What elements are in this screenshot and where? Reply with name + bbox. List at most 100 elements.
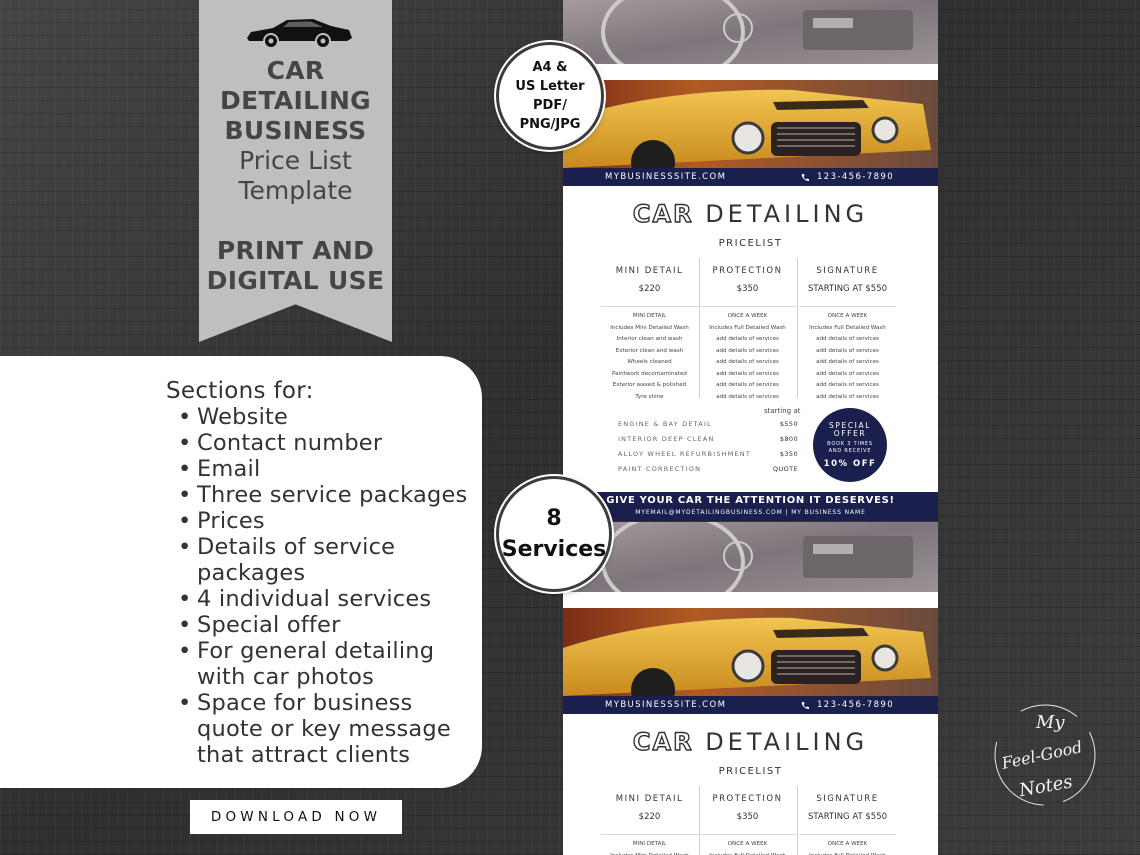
phone-icon [801, 702, 809, 709]
section-item-text: Email [197, 456, 261, 482]
package-detail-line: Wheels cleaned [627, 359, 672, 365]
section-item: Email [178, 456, 478, 482]
flyer-title-light: DETAILING [705, 200, 869, 228]
service-row: PAINT CORRECTION QUOTE [618, 465, 798, 473]
flyer-contact-bar: MYBUSINESSSITE.COM 123-456-7890 [563, 168, 938, 186]
section-item: Prices [178, 508, 478, 534]
section-item: Three service packages [178, 482, 478, 508]
package-detail-line: add details of services [716, 370, 779, 377]
ribbon-usage-line: PRINT AND [216, 236, 375, 265]
column-divider [797, 786, 798, 855]
package-price: $350 [736, 284, 759, 294]
format-badge: A4 & US Letter PDF/ PNG/JPG [496, 42, 604, 150]
package-name: SIGNATURE [816, 794, 879, 804]
section-item-text: that attract clients [197, 742, 411, 768]
flyer-subtitle: PRICELIST [718, 766, 783, 777]
signature-text: Notes [1017, 771, 1075, 801]
download-now-button[interactable]: DOWNLOAD NOW [190, 800, 402, 834]
flyer-title: CAR DETAILING [563, 199, 938, 228]
services-count-badge: 8 Services [496, 476, 612, 592]
format-badge-line: PNG/JPG [519, 117, 581, 132]
package-detail-line: add details of services [716, 336, 779, 342]
section-item: Special offer [178, 612, 478, 638]
service-name: ENGINE & BAY DETAIL [618, 420, 712, 428]
ribbon-usage-line: DIGITAL USE [206, 266, 385, 295]
flyer-subtitle: PRICELIST [718, 238, 783, 249]
section-item-text: Contact number [197, 430, 383, 456]
package-detail-line: Includes Full Detailed Wash [699, 851, 796, 855]
package-details: MINI DETAIL Includes Mini Detailed Wash [601, 834, 698, 855]
footer-message: GIVE YOUR CAR THE ATTENTION IT DESERVES! [606, 495, 895, 506]
package-detail-line: add details of services [816, 336, 879, 342]
section-item-text: Prices [197, 508, 265, 534]
special-offer-badge: SPECIAL OFFER BOOK 3 TIMES AND RECEIVE 1… [813, 408, 887, 482]
package-detail-line: Interior clean and wash [616, 336, 683, 342]
car-interior-photo [563, 0, 938, 64]
sections-card: Sections for: WebsiteContact numberEmail… [0, 356, 482, 788]
footer-contact: MYEMAIL@MYDETAILINGBUSINESS.COM | MY BUS… [635, 509, 866, 516]
signature-text: Feel-Good [999, 737, 1084, 773]
special-offer-text: AND RECEIVE [828, 447, 872, 454]
package-detail-line: MINI DETAIL [632, 841, 667, 847]
special-offer-text: SPECIAL [829, 420, 871, 430]
flyer-website: MYBUSINESSSITE.COM [605, 172, 727, 182]
service-row: INTERIOR DEEP CLEAN$800 [618, 435, 798, 443]
package-detail-line: add details of services [716, 393, 779, 400]
package-price: STARTING AT $550 [807, 812, 888, 822]
car-photo [563, 80, 938, 168]
flyer-phone: 123-456-7890 [816, 172, 894, 182]
section-item-text: Space for business [197, 690, 413, 716]
package-signature: SIGNATURE STARTING AT $550 ONCE A WEEKIn… [799, 794, 896, 855]
title-ribbon: CAR DETAILING BUSINESS Price List Templa… [199, 0, 392, 342]
package-price: $350 [736, 812, 759, 822]
section-item: 4 individual services [178, 586, 478, 612]
flyer-title-bold: CAR [632, 199, 694, 228]
section-item-text: Special offer [197, 612, 341, 638]
flyer-title-bold: CAR [632, 727, 694, 756]
package-detail-line: Includes Full Detailed Wash [799, 851, 896, 855]
section-item-text: with car photos [197, 664, 375, 690]
service-price: QUOTE [772, 465, 798, 473]
brand-signature-logo: My Feel-Good Notes [994, 704, 1096, 806]
package-detail-line: Paintwork decontaminated [612, 370, 687, 377]
section-item: Website [178, 404, 478, 430]
service-name: ALLOY WHEEL REFURBISHMENT [618, 450, 752, 458]
sections-heading: Sections for: [166, 378, 314, 404]
package-detail-line: Includes Mini Detailed Wash [601, 851, 698, 855]
flyer-title-light: DETAILING [705, 728, 869, 756]
section-item-text: 4 individual services [197, 586, 432, 612]
section-item-text: Three service packages [197, 482, 468, 508]
package-price: $220 [638, 812, 661, 822]
services-label: Services [501, 537, 607, 562]
phone-icon [801, 174, 809, 181]
service-price: $350 [779, 450, 798, 458]
ribbon-subtitle-line: Price List [239, 146, 352, 175]
section-item-text: For general detailing [197, 638, 435, 664]
car-photo [563, 608, 938, 696]
package-detail-line: add details of services [716, 382, 779, 388]
package-detail-line: Tyre shine [635, 393, 664, 400]
package-detail-line: add details of services [716, 359, 779, 365]
package-mini-detail: MINI DETAIL $220 MINI DETAIL Includes Min… [601, 794, 698, 855]
service-price: $800 [779, 435, 798, 443]
column-divider [699, 786, 700, 855]
service-name: PAINT CORRECTION [618, 465, 702, 473]
package-detail-line: Includes Full Detailed Wash [809, 324, 886, 331]
flyer-preview-top: MYBUSINESSSITE.COM 123-456-7890 CAR DETA… [563, 0, 938, 521]
service-price: $550 [779, 420, 798, 428]
package-name: PROTECTION [712, 794, 783, 804]
column-divider [699, 258, 700, 398]
car-icon [247, 19, 352, 47]
ribbon-subtitle-line: Template [238, 176, 353, 205]
format-badge-line: US Letter [515, 79, 585, 94]
car-interior-photo [563, 522, 938, 592]
ribbon-title-line: BUSINESS [224, 116, 367, 145]
